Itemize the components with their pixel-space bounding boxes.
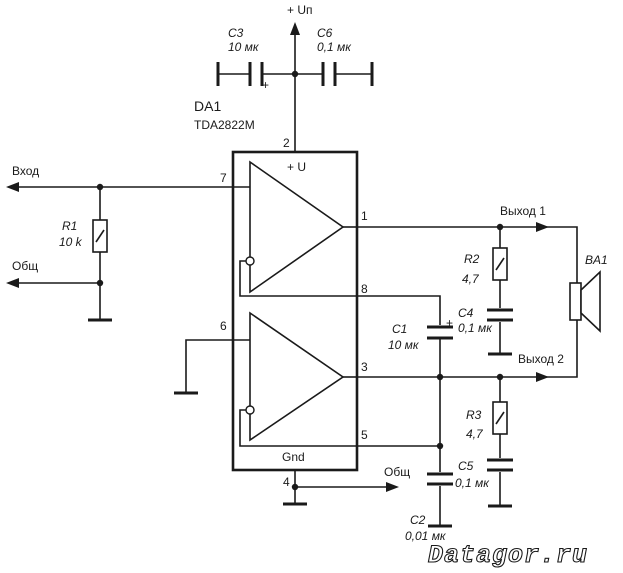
speaker-name: BA1 (585, 253, 608, 267)
pin-3-label: 3 (361, 360, 368, 374)
c6-value: 0,1 мк (317, 40, 352, 54)
output1-section: Выход 1 R2 4,7 C4 0,1 мк (357, 204, 578, 356)
output2-arrow-icon (536, 372, 549, 382)
pin8-wire (357, 295, 441, 526)
c3-polarity: + (262, 78, 269, 92)
c1-name: C1 (392, 322, 407, 336)
common-bottom-arrow-icon (386, 482, 399, 492)
speaker-icon (580, 270, 601, 333)
chip-gnd-label: Gnd (282, 450, 305, 464)
amp1-feedback-wire (239, 260, 357, 297)
common-left-label: Общ (12, 259, 38, 273)
c5-value: 0,1 мк (455, 476, 490, 490)
r2-slash (495, 257, 505, 271)
r3-slash (495, 411, 505, 425)
r1-name: R1 (62, 219, 77, 233)
common-bottom-label: Общ (384, 465, 410, 479)
r2-value: 4,7 (462, 272, 480, 286)
output2-label: Выход 2 (518, 352, 564, 366)
input-section: Вход R1 10 k Общ (6, 164, 233, 395)
output1-label: Выход 1 (500, 204, 546, 218)
chip-part: TDA2822M (194, 118, 255, 132)
ground-section: Общ (283, 465, 410, 506)
speaker-ba1: BA1 (569, 253, 608, 333)
pin-7-label: 7 (220, 171, 227, 185)
c2-value: 0,01 мк (405, 529, 447, 543)
output2-junction-dot-c1 (436, 373, 444, 381)
common-left-arrow-icon (6, 278, 19, 288)
c4-name: C4 (458, 306, 474, 320)
r2-name: R2 (464, 252, 480, 266)
c2-name: C2 (410, 513, 426, 527)
pin-6-label: 6 (220, 319, 227, 333)
junction-dot (291, 70, 299, 78)
input-arrow-icon (6, 182, 19, 192)
pin-5-label: 5 (361, 428, 368, 442)
pin-1-label: 1 (361, 209, 368, 223)
chip-ref: DA1 (194, 98, 221, 114)
speaker-wire-top (545, 226, 578, 283)
supply-arrow-icon (290, 22, 300, 35)
output2-section: Выход 2 R3 4,7 C5 0,1 мк (357, 320, 578, 508)
amp2-feedback-wire (239, 409, 357, 447)
chip-body (231, 150, 359, 472)
r3-name: R3 (466, 408, 482, 422)
input-label: Вход (12, 164, 39, 178)
c4-value: 0,1 мк (458, 321, 493, 335)
supply-section: + Uп + C3 10 мк C6 0,1 мк (216, 3, 374, 152)
chip-da1: DA1 TDA2822M + U Gnd 2 7 6 1 8 3 5 4 (194, 98, 368, 489)
supply-label: + Uп (287, 3, 313, 17)
amp1-inverting-input-icon (245, 256, 255, 266)
c3-value: 10 мк (228, 40, 260, 54)
pin-2-label: 2 (283, 136, 290, 150)
pin-8-label: 8 (361, 282, 368, 296)
r1-value: 10 k (59, 235, 83, 249)
bootstrap-section: + C1 10 мк C2 0,01 мк (357, 295, 454, 543)
pin5-junction-dot (436, 442, 444, 450)
pin-4-label: 4 (283, 475, 290, 489)
common-left-junction-dot (96, 279, 104, 287)
c5-name: C5 (458, 459, 474, 473)
r3-value: 4,7 (466, 427, 484, 441)
amp2-inverting-input-icon (245, 405, 255, 415)
chip-supply-label: + U (287, 160, 306, 174)
speaker-magnet (569, 282, 582, 321)
watermark: Datagor.ru (428, 541, 588, 570)
speaker-wire-bottom (545, 320, 578, 378)
output1-arrow-icon (536, 222, 549, 232)
r1-slash (95, 229, 105, 243)
amplifier-2 (249, 311, 345, 442)
c3-name: C3 (228, 26, 244, 40)
c1-value: 10 мк (388, 338, 420, 352)
pin6-ground-wire (185, 339, 233, 393)
c1-polarity: + (446, 316, 453, 330)
c6-name: C6 (317, 26, 333, 40)
amplifier-1 (249, 160, 345, 294)
